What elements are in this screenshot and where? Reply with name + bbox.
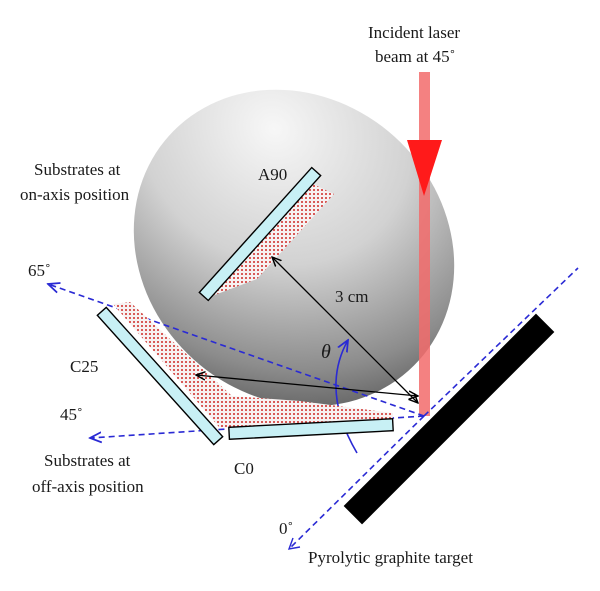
distance-arrow-c25 <box>196 375 418 396</box>
axis-0-deg-tip <box>287 537 301 550</box>
theta-label: θ <box>321 341 331 363</box>
axis-65-deg <box>48 284 425 417</box>
distance-label: 3 cm <box>335 287 369 306</box>
substrate-c25 <box>96 306 224 446</box>
graphite-target <box>343 313 555 525</box>
c0-label: C0 <box>234 459 254 478</box>
incident-beam-label-line1: Incident laser <box>368 23 460 42</box>
deposit-c25-c0 <box>113 302 393 428</box>
axis-0-deg <box>289 415 425 549</box>
deposit-a90 <box>212 183 334 296</box>
angle-65-label: 65˚ <box>28 261 51 280</box>
laser-beam-arrowhead <box>407 140 442 196</box>
on-axis-label-line2: on-axis position <box>20 185 130 204</box>
c25-label: C25 <box>70 357 98 376</box>
target-normal-axis <box>423 267 579 417</box>
a90-label: A90 <box>258 165 287 184</box>
angle-0-label: 0˚ <box>279 519 293 538</box>
off-axis-label-line2: off-axis position <box>32 477 144 496</box>
angle-45-label: 45˚ <box>60 405 83 424</box>
substrate-c0 <box>228 417 394 441</box>
on-axis-label-line1: Substrates at <box>34 160 121 179</box>
off-axis-label-line1: Substrates at <box>44 451 131 470</box>
substrate-a90 <box>198 166 322 302</box>
target-label: Pyrolytic graphite target <box>308 548 473 567</box>
incident-beam-label-line2: beam at 45˚ <box>375 47 455 66</box>
laser-beam <box>419 72 430 416</box>
